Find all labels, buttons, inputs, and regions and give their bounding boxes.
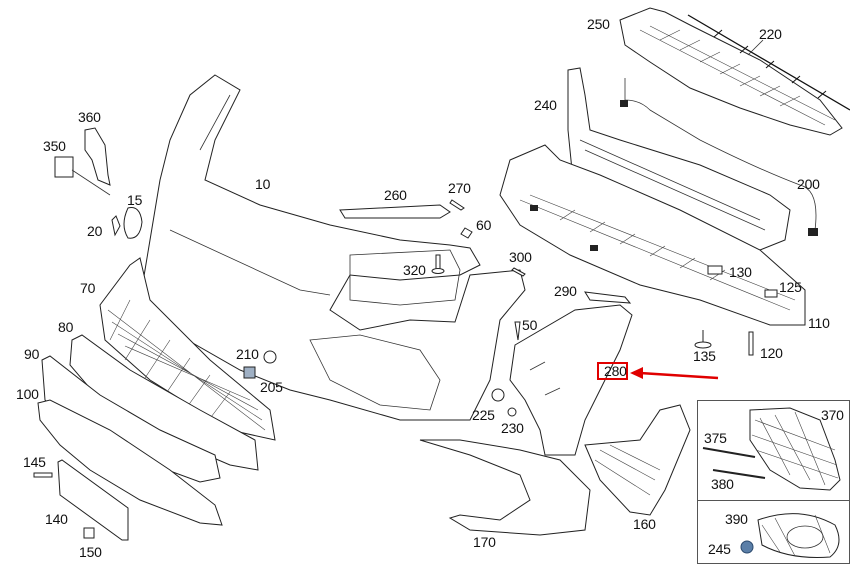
part-70-lower-grille xyxy=(99,257,276,441)
part-label-380[interactable]: 380 xyxy=(711,476,734,492)
part-label-230[interactable]: 230 xyxy=(501,420,524,436)
part-label-50[interactable]: 50 xyxy=(522,317,538,333)
part-label-135[interactable]: 135 xyxy=(693,348,716,364)
part-label-390[interactable]: 390 xyxy=(725,511,748,527)
part-label-170[interactable]: 170 xyxy=(473,534,496,550)
part-label-270[interactable]: 270 xyxy=(448,180,471,196)
part-360-bracket xyxy=(84,127,111,186)
dimension-line-220 xyxy=(687,14,850,111)
part-label-210[interactable]: 210 xyxy=(236,346,259,362)
part-label-290[interactable]: 290 xyxy=(554,283,577,299)
part-200-wire xyxy=(624,78,817,231)
part-label-125[interactable]: 125 xyxy=(779,279,802,295)
part-245-sensor xyxy=(740,540,754,554)
highlight-arrow xyxy=(630,367,719,380)
part-label-145[interactable]: 145 xyxy=(23,454,46,470)
part-label-225[interactable]: 225 xyxy=(472,407,495,423)
part-label-60[interactable]: 60 xyxy=(476,217,492,233)
part-290 xyxy=(584,291,632,304)
part-260 xyxy=(339,204,451,219)
part-label-370[interactable]: 370 xyxy=(821,407,844,423)
part-label-220[interactable]: 220 xyxy=(759,26,782,42)
part-160-side-grille xyxy=(584,404,691,516)
part-label-150[interactable]: 150 xyxy=(79,544,102,560)
part-label-140[interactable]: 140 xyxy=(45,511,68,527)
part-label-70[interactable]: 70 xyxy=(80,280,96,296)
part-100 xyxy=(37,399,223,526)
part-250-upper-panel xyxy=(619,7,843,136)
part-label-200[interactable]: 200 xyxy=(797,176,820,192)
part-label-130[interactable]: 130 xyxy=(729,264,752,280)
part-label-90[interactable]: 90 xyxy=(24,346,40,362)
part-350-module xyxy=(54,156,74,178)
part-label-300[interactable]: 300 xyxy=(509,249,532,265)
part-label-15[interactable]: 15 xyxy=(127,192,143,208)
part-label-100[interactable]: 100 xyxy=(16,386,39,402)
highlight-box-280 xyxy=(597,362,628,380)
part-140-plate-holder xyxy=(57,459,129,541)
part-390-fog-frame xyxy=(757,513,840,558)
part-label-320[interactable]: 320 xyxy=(403,262,426,278)
part-280-bracket xyxy=(509,304,633,456)
part-label-160[interactable]: 160 xyxy=(633,516,656,532)
part-label-120[interactable]: 120 xyxy=(760,345,783,361)
part-label-250[interactable]: 250 xyxy=(587,16,610,32)
part-label-10[interactable]: 10 xyxy=(255,176,271,192)
part-label-110[interactable]: 110 xyxy=(808,315,830,331)
part-label-360[interactable]: 360 xyxy=(78,109,101,125)
part-label-280[interactable]: 280 xyxy=(604,363,627,379)
part-label-375[interactable]: 375 xyxy=(704,430,727,446)
part-label-20[interactable]: 20 xyxy=(87,223,103,239)
part-label-80[interactable]: 80 xyxy=(58,319,74,335)
part-110-underbody-panel xyxy=(499,144,806,326)
part-145-bolt xyxy=(33,472,53,478)
part-170-bumper-trim xyxy=(419,439,591,536)
part-370-grille xyxy=(749,407,841,491)
part-label-240[interactable]: 240 xyxy=(534,97,557,113)
part-label-260[interactable]: 260 xyxy=(384,187,407,203)
part-label-205[interactable]: 205 xyxy=(260,379,283,395)
part-label-350[interactable]: 350 xyxy=(43,138,66,154)
part-label-245[interactable]: 245 xyxy=(708,541,731,557)
